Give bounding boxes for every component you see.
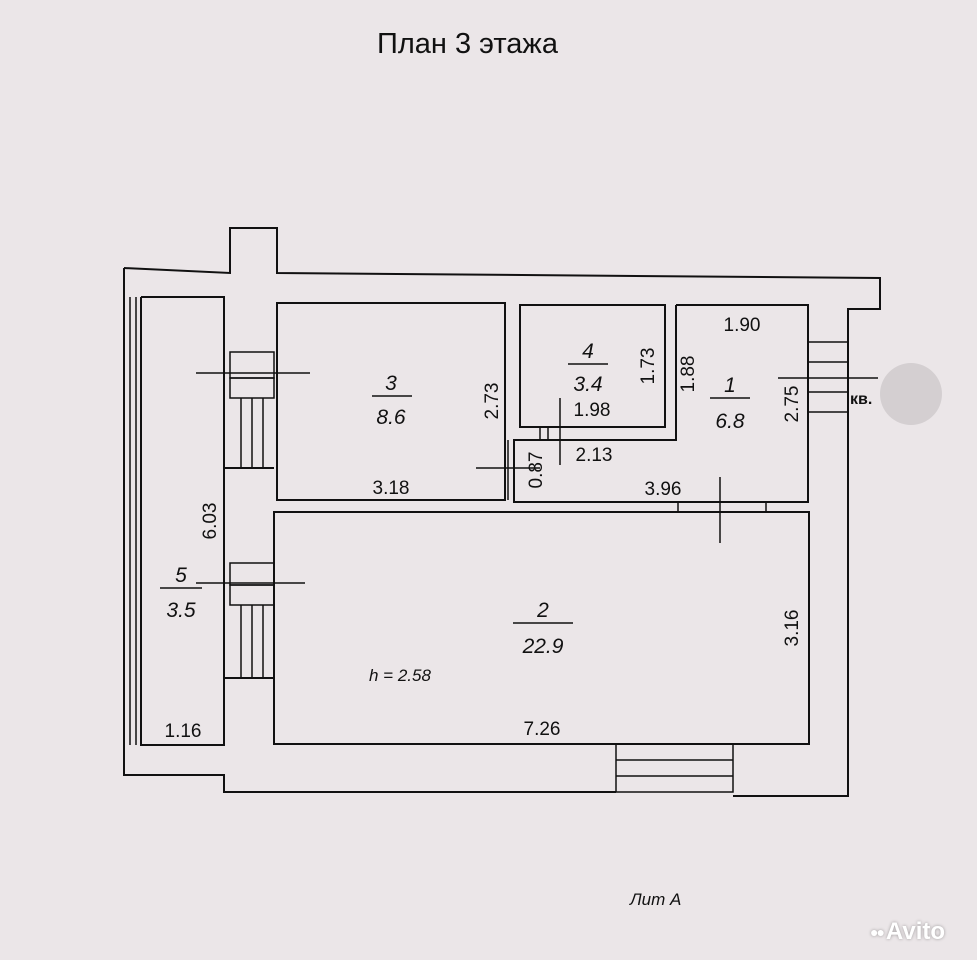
dim-corridor-width: 3.96 bbox=[645, 479, 682, 500]
room-1-area: 6.8 bbox=[715, 410, 745, 433]
lit-label: Лит А bbox=[630, 890, 682, 909]
dim-r1-height-left: 1.88 bbox=[678, 356, 699, 393]
room-1-outline bbox=[513, 304, 809, 503]
gray-dot bbox=[880, 363, 942, 425]
dim-r5-width: 1.16 bbox=[165, 721, 202, 742]
dim-hall-height: 0.87 bbox=[526, 452, 547, 489]
entry-door bbox=[778, 341, 878, 413]
room-1-number: 1 bbox=[724, 374, 736, 397]
room-2-area: 22.9 bbox=[522, 635, 564, 658]
dim-r3-width: 3.18 bbox=[373, 478, 410, 499]
room-4-number: 4 bbox=[582, 340, 594, 363]
avito-logo-icon: ●● bbox=[870, 924, 885, 940]
room-2-number: 2 bbox=[536, 599, 549, 622]
room-labels: 3 8.6 4 3.4 1 6.8 2 22.9 5 3.5 h = 2.58 bbox=[160, 340, 750, 685]
dimensions: 3.18 2.73 1.73 1.98 2.13 0.87 1.90 1.88 … bbox=[165, 315, 803, 742]
dim-r3-height: 2.73 bbox=[482, 383, 503, 420]
dim-r2-height: 3.16 bbox=[782, 610, 803, 647]
dim-r5-height: 6.03 bbox=[200, 503, 221, 540]
outer-walls bbox=[123, 227, 881, 797]
room-5-number: 5 bbox=[175, 564, 187, 587]
dim-r4-width: 1.98 bbox=[574, 400, 611, 421]
avito-watermark: ●● Avito bbox=[870, 918, 945, 946]
page-title: План 3 этажа bbox=[377, 28, 558, 60]
watermark-text: Avito bbox=[885, 918, 946, 945]
section-marks bbox=[196, 372, 721, 584]
kv-label: кв. bbox=[850, 391, 872, 408]
dim-r1-height-right: 2.75 bbox=[782, 386, 803, 423]
room-3-outline bbox=[276, 302, 506, 501]
room-4-area: 3.4 bbox=[573, 373, 602, 396]
dim-r1-width: 1.90 bbox=[724, 315, 761, 336]
height-note: h = 2.58 bbox=[369, 666, 431, 685]
room-4-outline bbox=[519, 304, 666, 428]
room-3-area: 8.6 bbox=[376, 406, 406, 429]
bottom-window bbox=[615, 743, 734, 793]
room-5-area: 3.5 bbox=[166, 599, 196, 622]
dim-r4-height: 1.73 bbox=[638, 348, 659, 385]
room-3-number: 3 bbox=[385, 372, 397, 395]
dim-hall-width: 2.13 bbox=[576, 445, 613, 466]
dim-r2-width: 7.26 bbox=[524, 719, 561, 740]
room-2-outline bbox=[273, 511, 810, 745]
partition-5 bbox=[224, 351, 275, 679]
